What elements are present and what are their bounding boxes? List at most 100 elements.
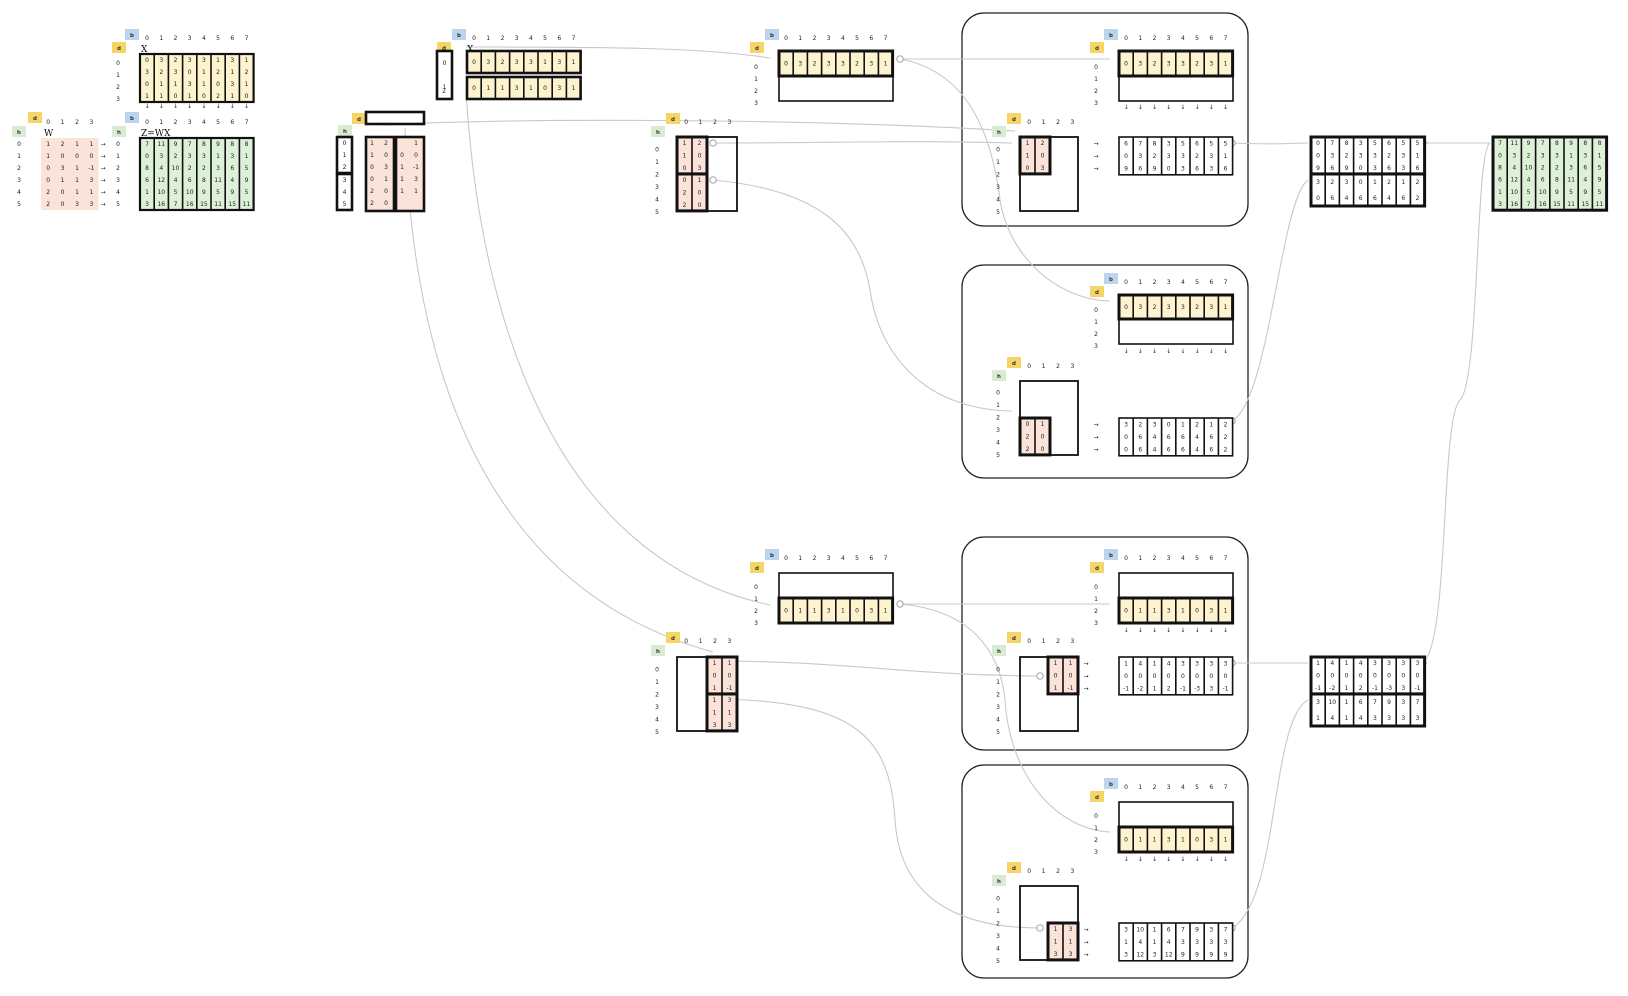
matrix-cell: 2 xyxy=(1195,421,1199,428)
matrix-cell: 6 xyxy=(1373,195,1377,202)
matrix-cell: 0 xyxy=(1359,179,1363,186)
matrix-cell: 3 xyxy=(188,153,192,160)
matrix-cell: 5 xyxy=(216,189,220,196)
matrix-cell: 5 xyxy=(1209,140,1213,147)
w-cell: 0 xyxy=(75,153,79,160)
matrix-cell: 1 xyxy=(1026,140,1030,147)
row-index: 0 xyxy=(1094,64,1098,71)
connector-wires xyxy=(382,46,1491,932)
column-index: 3 xyxy=(1167,279,1171,286)
matrix-cell: 11 xyxy=(214,201,222,208)
matrix-cell: 1 xyxy=(884,608,888,615)
matrix-cell: 8 xyxy=(1153,140,1157,147)
w-cell: 3 xyxy=(61,165,65,172)
matrix-cell: 1 xyxy=(216,57,220,64)
row-index: 2 xyxy=(655,171,659,178)
matrix-border xyxy=(465,49,582,75)
matrix-cell: 3 xyxy=(557,59,561,66)
w-split-cell: 0 xyxy=(384,200,388,207)
row-index: 5 xyxy=(17,201,21,208)
matrix-cell: 2 xyxy=(813,61,817,68)
w-split-cell: 1 xyxy=(370,152,374,159)
column-index: 7 xyxy=(245,35,249,42)
matrix-cell: 3 xyxy=(1167,837,1171,844)
matrix-cell: 2 xyxy=(1167,686,1171,693)
column-index: 0 xyxy=(1027,868,1031,875)
matrix-cell: 3 xyxy=(174,69,178,76)
h-axis-tag xyxy=(992,645,1006,656)
matrix-cell: 6 xyxy=(1209,434,1213,441)
column-index: 4 xyxy=(841,35,845,42)
row-index: 0 xyxy=(116,60,120,67)
b-axis-label: b xyxy=(1109,553,1113,559)
matrix-cell: 1 xyxy=(1069,938,1073,945)
column-index: 5 xyxy=(543,35,547,42)
matrix-cell: 4 xyxy=(1195,447,1199,454)
column-index: 7 xyxy=(572,35,576,42)
row-index: 3 xyxy=(1094,620,1098,627)
w-split-cell: 0 xyxy=(384,188,388,195)
matrix-cell: 5 xyxy=(245,165,249,172)
matrix-cell: 2 xyxy=(1416,179,1420,186)
matrix-cell: 3 xyxy=(515,59,519,66)
row-index: 0 xyxy=(996,666,1000,673)
matrix-cell: 10 xyxy=(186,189,194,196)
column-index: 1 xyxy=(1138,35,1142,42)
down-arrow-icon: ↓ xyxy=(1223,348,1228,355)
matrix-cell: 8 xyxy=(1555,177,1559,184)
down-arrow-icon: ↓ xyxy=(1180,856,1185,863)
x-title: X xyxy=(141,45,148,55)
matrix-cell: 3 xyxy=(869,61,873,68)
matrix-cell: 0 xyxy=(1124,153,1128,160)
b-axis-tag xyxy=(1104,778,1118,789)
matrix-cell: 0 xyxy=(855,608,859,615)
row-index: 1 xyxy=(17,153,21,160)
column-index: 2 xyxy=(1056,868,1060,875)
d-axis-tag xyxy=(1090,286,1104,297)
matrix-cell: 7 xyxy=(1541,140,1545,147)
matrix-cell: 7 xyxy=(1138,140,1142,147)
matrix-cell: 1 xyxy=(1181,421,1185,428)
wire-path xyxy=(1231,142,1309,145)
down-arrow-icon: ↓ xyxy=(159,103,164,110)
panel-frame xyxy=(961,764,1249,979)
matrix-cell: 3 xyxy=(728,722,732,729)
column-index: 0 xyxy=(684,638,688,645)
d-axis-tag xyxy=(1007,113,1021,124)
w-split-cell: 2 xyxy=(370,188,374,195)
matrix-cell: 1 xyxy=(501,85,505,92)
matrix-cell: 0 xyxy=(784,61,788,68)
down-arrow-icon: ↓ xyxy=(1166,348,1171,355)
row-index: 2 xyxy=(754,608,758,615)
matrix-border xyxy=(1118,656,1234,696)
matrix-cell: 4 xyxy=(174,177,178,184)
matrix-cell: 6 xyxy=(1181,434,1185,441)
matrix-cell: 0 xyxy=(1026,165,1030,172)
down-arrow-icon: ↓ xyxy=(1209,348,1214,355)
h-axis-tag xyxy=(992,875,1006,886)
matrix-cell: 1 xyxy=(1138,608,1142,615)
matrix-cell: -1 xyxy=(1415,685,1421,692)
row-index: 4 xyxy=(116,189,120,196)
row-index: 2 xyxy=(1094,837,1098,844)
x-row-placeholder xyxy=(1118,801,1234,828)
matrix-cell: 1 xyxy=(1138,837,1142,844)
matrix-cell: 4 xyxy=(1330,715,1334,722)
matrix-cell: 2 xyxy=(855,61,859,68)
matrix-cell: 0 xyxy=(1026,421,1030,428)
matrix-cell: 0 xyxy=(472,85,476,92)
matrix-cell: 0 xyxy=(1359,165,1363,172)
row-index: 1 xyxy=(655,679,659,686)
w-cell: 0 xyxy=(89,153,93,160)
matrix-cell: 9 xyxy=(174,141,178,148)
matrix-cell: -1 xyxy=(727,685,733,692)
w-cell: 1 xyxy=(75,141,79,148)
matrix-cell: 0 xyxy=(1373,672,1377,679)
w-split-cell: 0 xyxy=(400,152,404,159)
matrix-cell: 2 xyxy=(501,59,505,66)
matrix-cell: 7 xyxy=(145,141,149,148)
matrix-cell: 3 xyxy=(1167,61,1171,68)
row-index: 3 xyxy=(996,704,1000,711)
matrix-cell: 4 xyxy=(1527,177,1531,184)
d-axis-tag xyxy=(750,42,764,53)
